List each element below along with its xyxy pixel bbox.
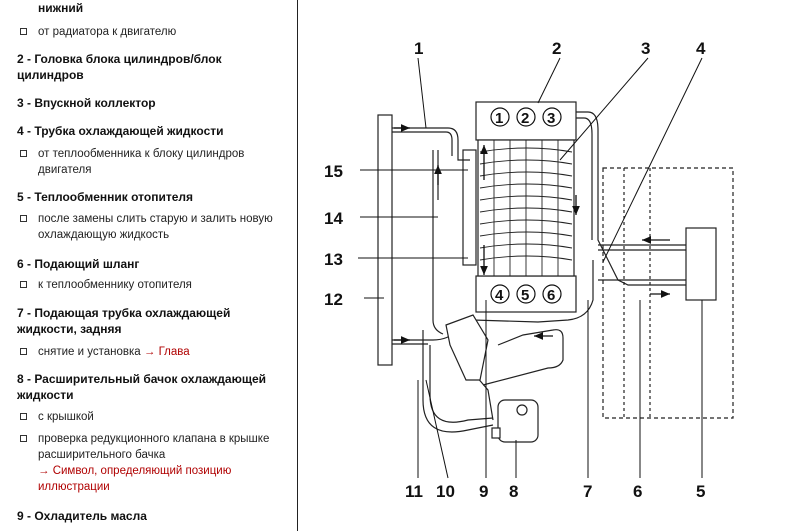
cooling-system-diagram: 1 2 3 4 5 6 7 8 9 10 11 12 13 14 15 1 2 … [324, 39, 734, 501]
legend-item-6: 6 - Подающий шланг [17, 257, 140, 271]
callout-1: 1 [414, 39, 423, 58]
heater-housing-shape [602, 167, 734, 419]
callout-11: 11 [405, 482, 423, 501]
panel-divider [297, 0, 298, 531]
bullet-icon [20, 435, 27, 442]
cylinder-3-label: 3 [547, 110, 555, 127]
legend-item-6-note: к теплообменнику отопителя [20, 277, 192, 293]
callout-8: 8 [509, 482, 518, 501]
legend-item-7: 7 - Подающая трубка охлаждающей жидкости… [17, 306, 231, 336]
bullet-icon [20, 150, 27, 157]
heater-core-shape [685, 227, 717, 301]
callout-12: 12 [324, 290, 343, 309]
callout-14: 14 [324, 209, 343, 228]
legend-item-3: 3 - Впускной коллектор [17, 96, 156, 110]
callout-5: 5 [696, 482, 705, 501]
callout-9: 9 [479, 482, 488, 501]
callout-3: 3 [641, 39, 650, 58]
legend-item-5: 5 - Теплообменник отопителя [17, 190, 194, 204]
chapter-link[interactable]: → Глава [143, 346, 190, 358]
legend-item-7-note: снятие и установка → Глава [20, 344, 190, 360]
legend-item-4: 4 - Трубка охлаждающей жидкости [17, 124, 224, 138]
bullet-icon [20, 413, 27, 420]
callout-6: 6 [633, 482, 642, 501]
legend-top-fragment: нижний [38, 1, 84, 15]
cylinder-6-label: 6 [547, 287, 555, 304]
bullet-icon [20, 348, 27, 355]
legend-item-9: 9 - Охладитель масла [17, 509, 147, 523]
bullet-icon [20, 281, 27, 288]
cylinder-4-label: 4 [495, 287, 504, 304]
callout-15: 15 [324, 162, 343, 181]
callout-13: 13 [324, 250, 343, 269]
legend-item-8-note-2: проверка редукционного клапана в крышке … [20, 431, 283, 495]
radiator-shape [377, 114, 393, 366]
legend-item-5-note: после замены слить старую и залить новую… [20, 211, 283, 243]
legend-item-2: 2 - Головка блока цилиндров/блок цилиндр… [17, 52, 222, 82]
legend-panel: нижний от радиатора к двигателю 2 - Голо… [0, 0, 297, 531]
cylinder-5-label: 5 [521, 287, 529, 304]
legend-item-4-note: от теплообменника к блоку цилиндров двиг… [20, 146, 293, 178]
legend-item-8-note-1: с крышкой [20, 409, 94, 425]
callout-2: 2 [552, 39, 561, 58]
bullet-icon [20, 215, 27, 222]
legend-item-8: 8 - Расширительный бачок охлаждающей жид… [17, 372, 267, 402]
legend-item-1-note: от радиатора к двигателю [20, 24, 176, 40]
expansion-tank-shape [497, 399, 539, 443]
cylinder-1-label: 1 [495, 110, 503, 127]
symbol-link[interactable]: → Символ, определяющий позицию иллюстрац… [38, 465, 232, 493]
bullet-icon [20, 28, 27, 35]
cylinder-2-label: 2 [521, 110, 529, 127]
callout-4: 4 [696, 39, 706, 58]
callout-7: 7 [583, 482, 592, 501]
callout-10: 10 [436, 482, 455, 501]
